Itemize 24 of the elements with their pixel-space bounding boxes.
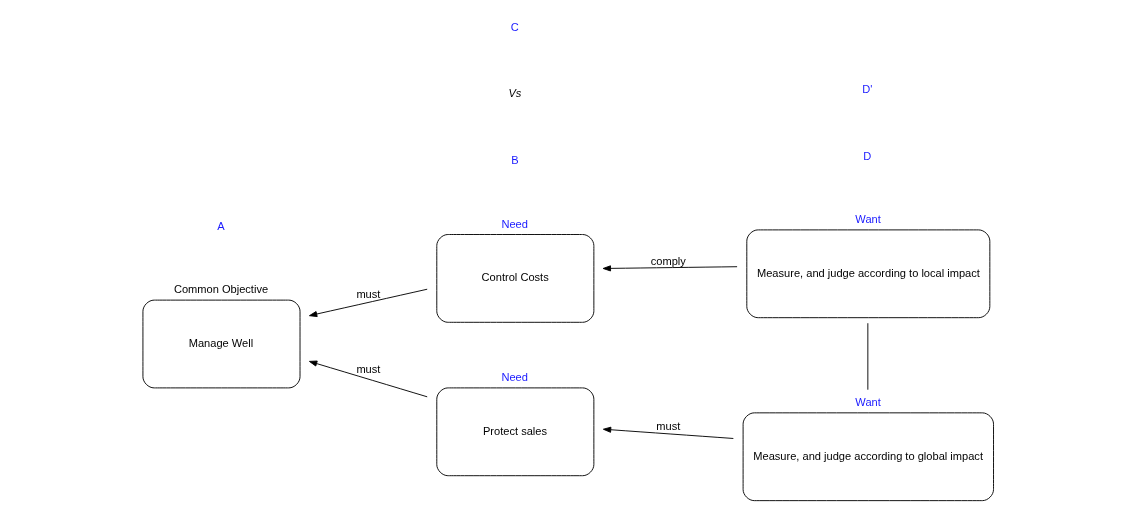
node-box: Protect sales: [436, 387, 595, 477]
arrow: [602, 426, 734, 439]
arrow: [602, 265, 738, 272]
node-box: Measure, and judge according to global impact: [742, 412, 994, 502]
edge-label: comply: [650, 254, 686, 267]
node-label: Common Objective: [173, 283, 269, 296]
node-box: Manage Well: [142, 299, 301, 389]
node-box: Measure, and judge according to local impact: [746, 229, 991, 319]
node-label: Want: [855, 213, 881, 226]
node-label: Want: [855, 396, 881, 409]
label: D: [863, 149, 872, 162]
label: B: [511, 154, 519, 167]
node-label: Need: [501, 371, 528, 384]
label: A: [217, 219, 225, 232]
label: Vs: [508, 86, 522, 99]
arrow: [308, 288, 428, 318]
node-box: Control Costs: [436, 234, 595, 323]
label: D': [862, 83, 873, 96]
edge-label: must: [356, 362, 381, 375]
edge-label: must: [356, 287, 381, 300]
label: C: [510, 21, 519, 34]
edge-label: must: [656, 420, 681, 433]
node-label: Need: [501, 217, 528, 230]
arrow: [308, 360, 428, 398]
